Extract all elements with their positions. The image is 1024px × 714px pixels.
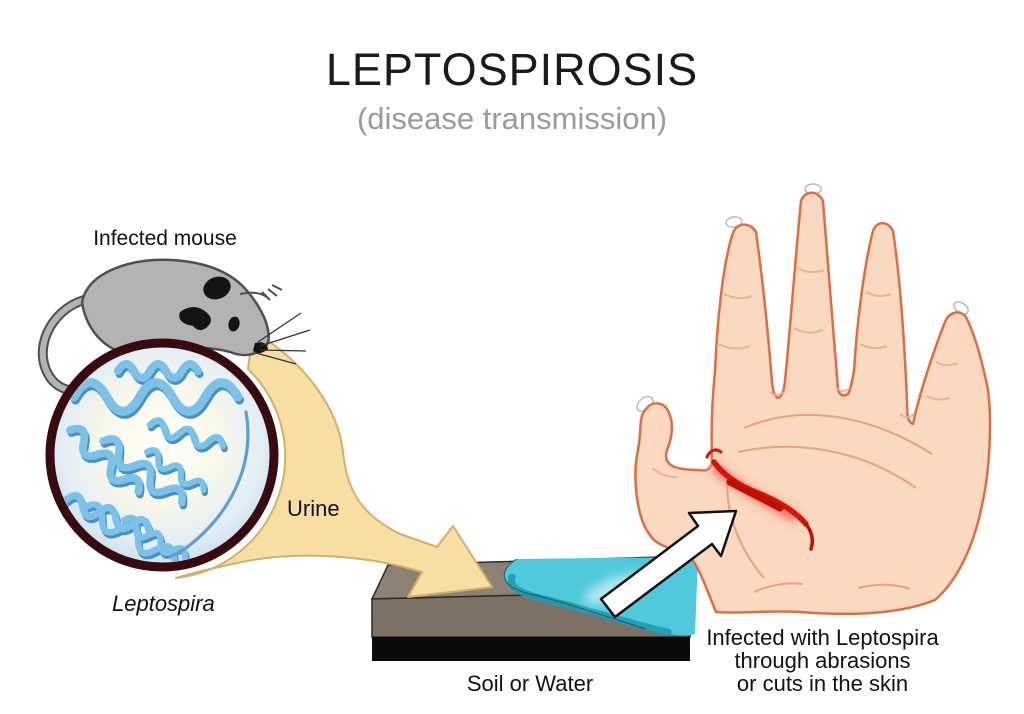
soil-water-block <box>370 555 698 661</box>
leptospira-bacteria <box>63 364 250 571</box>
water-edge-shade <box>507 573 672 636</box>
urine-label: Urine <box>287 496 340 521</box>
infection-caption-line2: through abrasions <box>734 648 911 673</box>
mouse-whiskers <box>255 312 311 365</box>
transmission-arrow <box>599 509 738 619</box>
mouse-ear <box>203 276 231 300</box>
skin-wound <box>705 448 815 551</box>
leptospira-magnifier-circle <box>45 338 279 572</box>
mouse-eye <box>228 316 240 332</box>
finger-crease-lines <box>651 267 959 478</box>
infection-caption: Infected with Leptospira through abrasio… <box>690 626 955 695</box>
page-subtitle: (disease transmission) <box>356 101 668 136</box>
infection-caption-line3: or cuts in the skin <box>736 671 909 696</box>
water-shoreline <box>503 558 647 630</box>
infection-caption-line1: Infected with Leptospira <box>706 625 939 650</box>
hand-outline <box>634 191 992 616</box>
urine-flow-arrow <box>175 330 493 598</box>
mouse-paw <box>239 284 283 301</box>
page-title: LEPTOSPIROSIS <box>325 44 699 95</box>
infected-mouse-label: Infected mouse <box>93 227 237 250</box>
soil-base-band <box>372 637 690 661</box>
mouse-fur-spot <box>179 307 211 331</box>
leptospira-label: Leptospira <box>112 591 215 616</box>
soil-or-water-label: Soil or Water <box>466 671 594 696</box>
hand-with-cut <box>634 183 992 616</box>
bacteria-filament <box>168 410 250 559</box>
